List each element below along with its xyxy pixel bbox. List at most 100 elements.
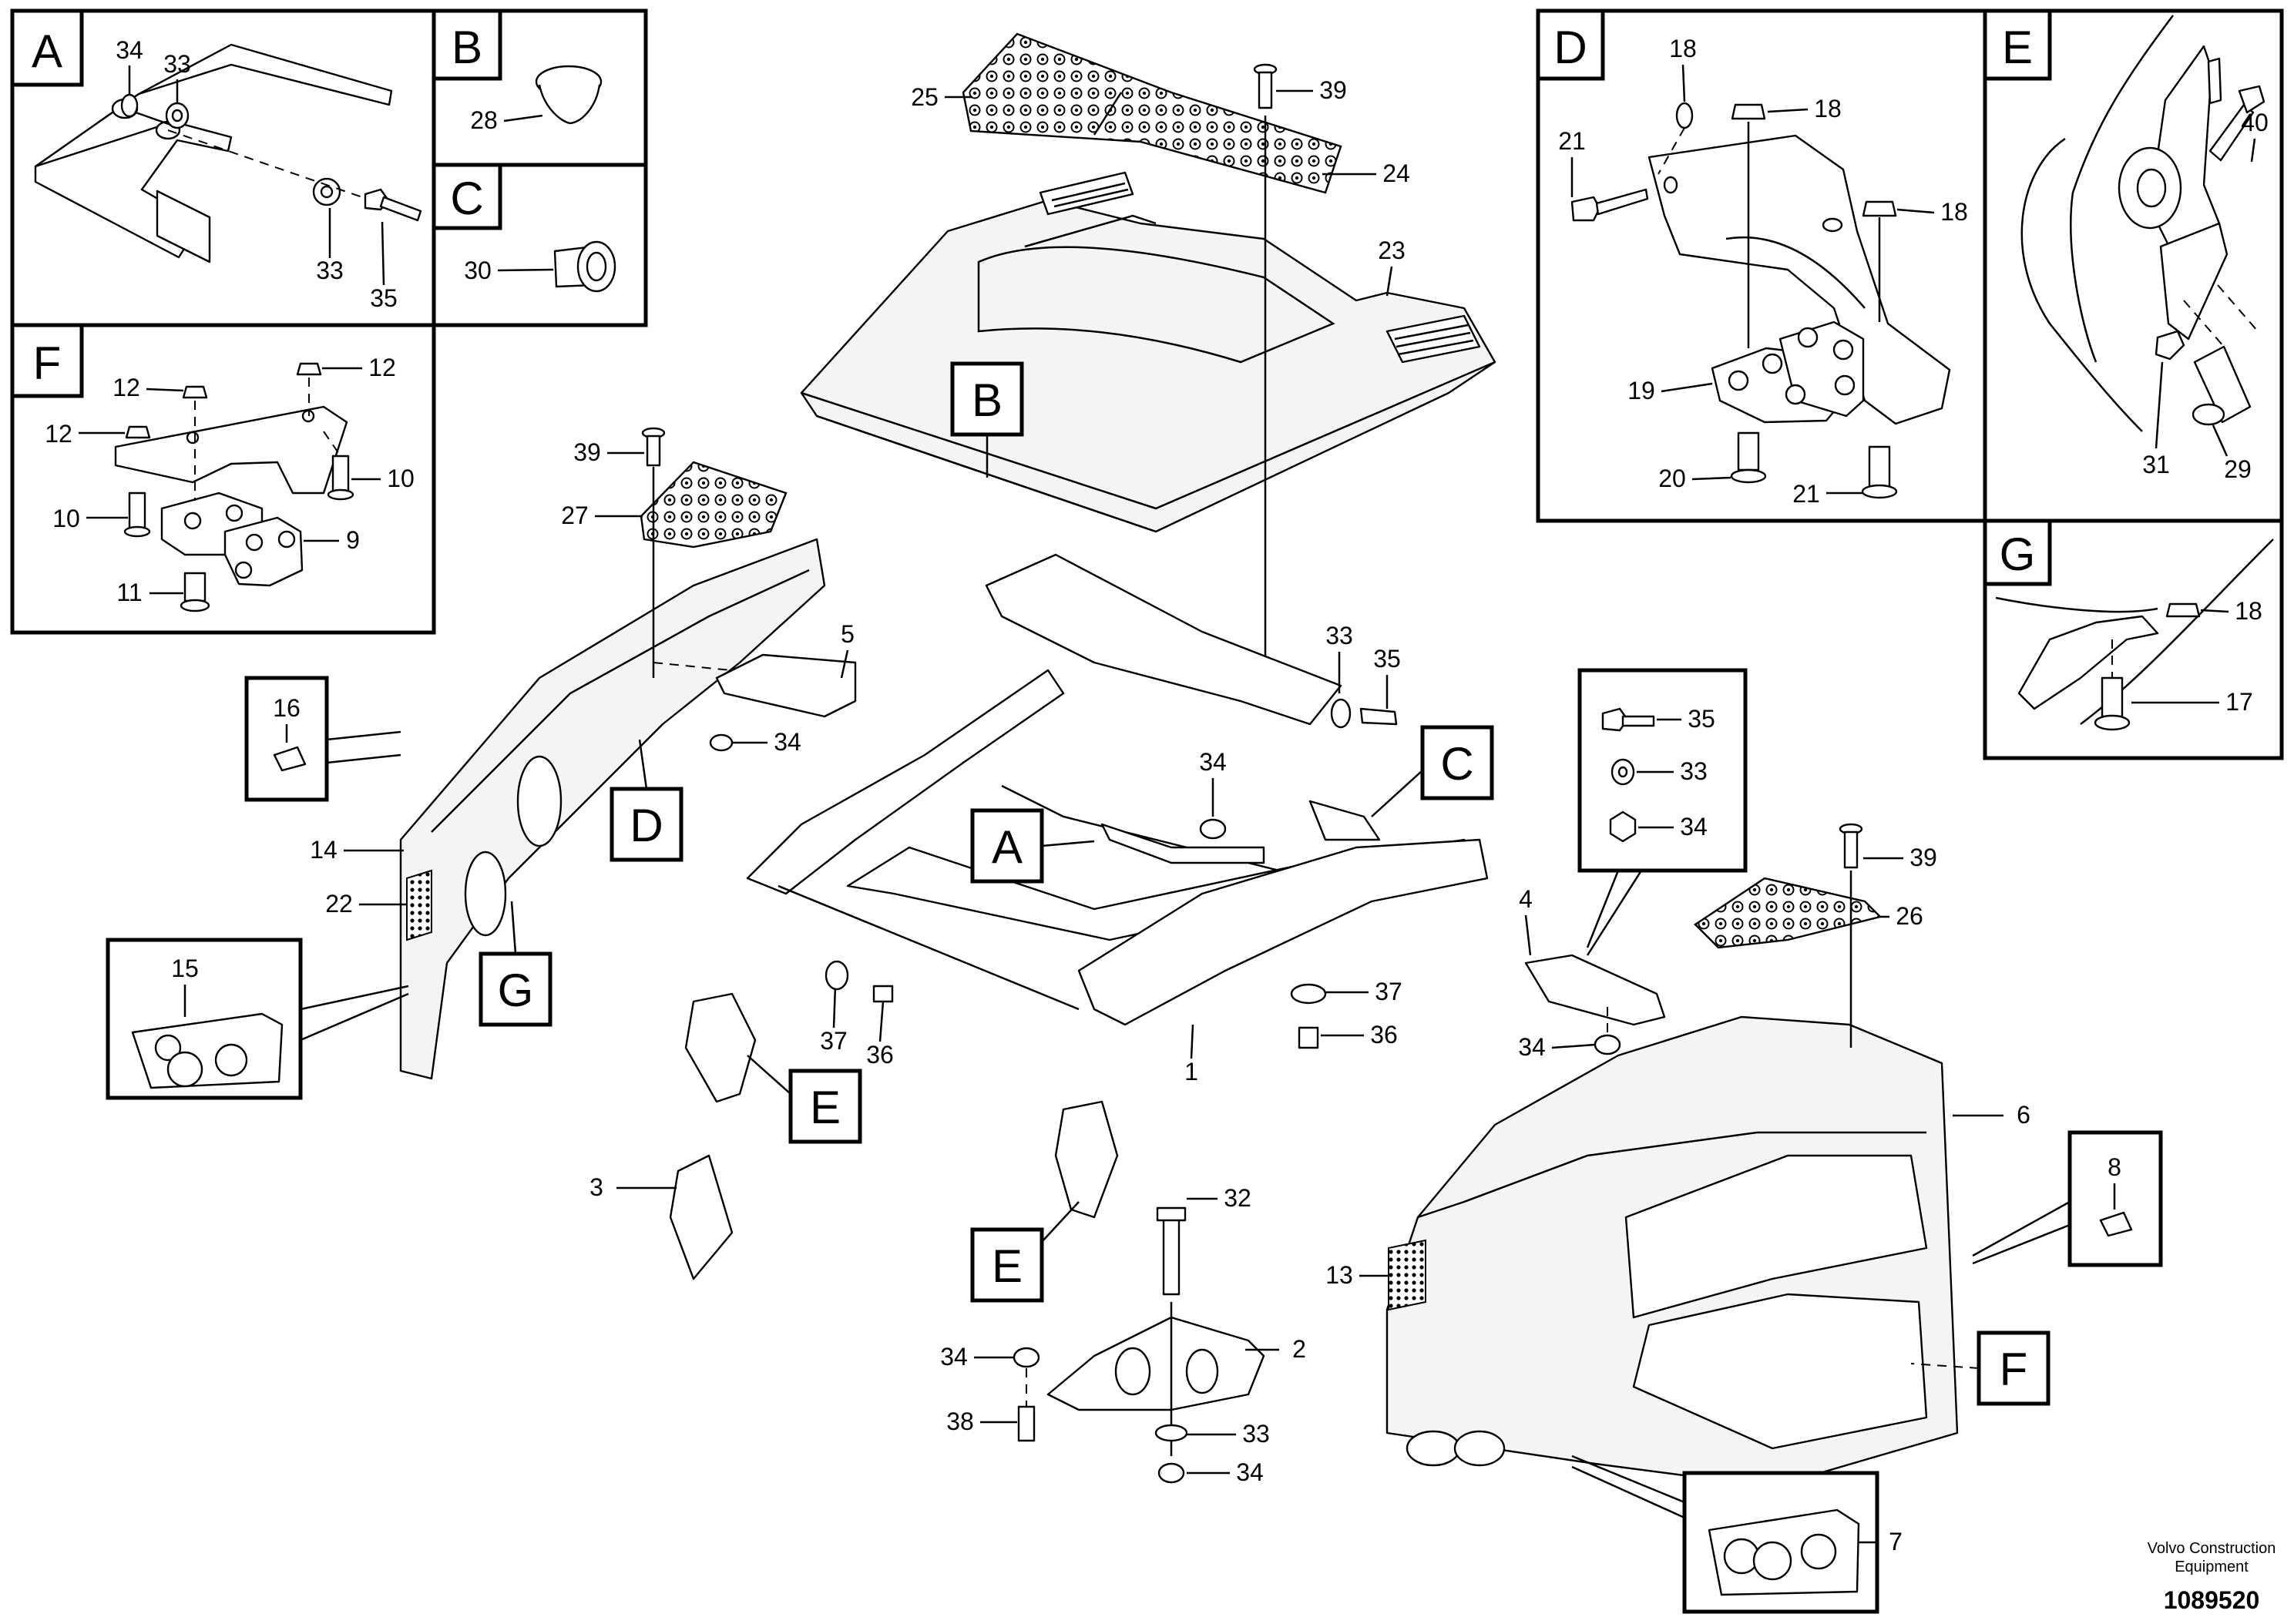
callout-16: 16 [273, 694, 301, 722]
main-bolt-39-right [1839, 823, 1863, 869]
callout-g-18: 18 [2235, 597, 2262, 625]
callout-c-30: 30 [464, 257, 492, 284]
view-marker-c: C [1371, 725, 1494, 817]
detail-box-b: B 28 [432, 8, 648, 167]
top-hood-panel [800, 171, 1496, 533]
hood-mesh-divider [1093, 92, 1123, 136]
nut-34-left [709, 733, 734, 752]
callout-3: 3 [589, 1173, 603, 1201]
detail-letter-d: D [1553, 22, 1587, 73]
callout-8: 8 [2108, 1153, 2121, 1181]
detail-letter-c: C [450, 173, 483, 224]
detail-letter-a: A [32, 25, 62, 77]
bolt-36-left [872, 985, 894, 1003]
callout-f-10-right: 10 [387, 465, 415, 492]
callout-f-10-left: 10 [52, 505, 80, 532]
detail-letter-f: F [33, 337, 62, 389]
washer-33-top [1330, 698, 1352, 729]
view-marker-e-right: E [970, 1201, 1080, 1303]
detail-box-a: A 34 33 33 35 [10, 8, 436, 327]
view-marker-a-letter: A [992, 821, 1023, 873]
callout-22: 22 [325, 890, 353, 918]
upper-frame [746, 669, 1489, 1026]
callout-33-top: 33 [1325, 622, 1353, 649]
left-grille [406, 869, 432, 941]
callout-34-left: 34 [774, 728, 801, 756]
callout-f-11: 11 [116, 579, 142, 606]
detail-letter-b: B [452, 22, 482, 73]
right-mesh-plate [1694, 877, 1883, 949]
hood-mesh-plate [962, 32, 1342, 194]
detail-letter-g: G [2000, 528, 2036, 580]
callout-g-17: 17 [2225, 688, 2253, 716]
callout-14: 14 [310, 836, 338, 864]
drawing-number: 1089520 [2164, 1586, 2260, 1614]
callout-13: 13 [1325, 1261, 1353, 1289]
detail-box-d: D 18 18 21 18 19 20 21 [1536, 8, 1987, 523]
fastener-box: 35 33 34 [1577, 668, 1748, 956]
callout-8-box: 8 [1972, 1130, 2163, 1267]
callout-34-base-right: 34 [1236, 1458, 1264, 1486]
nut-34-base-left [1013, 1347, 1040, 1368]
base-plate-hole-left [1114, 1347, 1151, 1396]
callout-4: 4 [1519, 885, 1533, 913]
callout-35-box: 35 [1688, 705, 1715, 733]
callout-d-20: 20 [1658, 465, 1686, 492]
hinge-bracket-left [684, 992, 757, 1103]
callout-d-18-top: 18 [1669, 35, 1697, 62]
detail-box-e: E 40 31 29 [1983, 8, 2284, 523]
callout-7-box: 7 [1571, 1455, 1903, 1614]
callout-35-top: 35 [1373, 645, 1401, 673]
publisher-line-1: Volvo Construction [2148, 1540, 2276, 1557]
detail-letter-e: E [2002, 22, 2033, 73]
washer-37-right [1290, 983, 1327, 1005]
base-plate-hole-right [1185, 1348, 1219, 1394]
view-marker-b: B [950, 361, 1024, 478]
callout-34-base-left: 34 [940, 1343, 968, 1371]
callout-34-center: 34 [1199, 748, 1227, 776]
callout-2: 2 [1292, 1335, 1306, 1363]
bolt-35-top [1359, 707, 1398, 726]
callout-d-21-top: 21 [1558, 127, 1586, 155]
callout-a-33-top: 33 [163, 50, 191, 78]
main-bolt-32 [1156, 1206, 1187, 1296]
callout-f-9: 9 [346, 526, 360, 554]
callout-38: 38 [946, 1408, 974, 1435]
callout-33-base: 33 [1242, 1420, 1270, 1448]
callout-5: 5 [841, 620, 855, 648]
nut-34-center [1199, 818, 1227, 840]
bolt-38 [1017, 1405, 1036, 1442]
view-marker-b-letter: B [972, 374, 1003, 426]
view-marker-g-letter: G [498, 965, 534, 1016]
callout-26: 26 [1896, 902, 1923, 930]
detail-box-c: C 30 [432, 163, 648, 327]
left-fender-panel [399, 538, 826, 1080]
right-grille [1388, 1239, 1426, 1311]
callout-d-19: 19 [1627, 377, 1655, 404]
callout-7: 7 [1889, 1528, 1903, 1555]
right-fender-panel [1385, 1015, 1959, 1488]
callout-f-12-top: 12 [113, 374, 140, 401]
callout-33-box: 33 [1680, 757, 1708, 785]
view-marker-f-letter: F [2000, 1344, 2028, 1395]
callout-39-top: 39 [1319, 76, 1347, 104]
nut-34-base-right [1157, 1462, 1185, 1484]
callout-36-left: 36 [866, 1041, 894, 1069]
washer-33-base [1154, 1424, 1188, 1442]
callout-b-28: 28 [470, 106, 498, 134]
view-marker-a: A [970, 808, 1095, 884]
callout-a-34: 34 [116, 36, 143, 64]
callout-15-box: 15 [106, 938, 409, 1100]
callout-e-40: 40 [2241, 109, 2269, 136]
callout-39-left: 39 [573, 438, 601, 466]
callout-a-33-bottom: 33 [316, 257, 344, 284]
left-bracket [715, 653, 857, 718]
bolt-36-right [1298, 1026, 1319, 1049]
callout-34-right: 34 [1518, 1033, 1546, 1061]
callout-24: 24 [1382, 159, 1410, 187]
main-bolt-39-left [641, 427, 666, 467]
callout-16-box: 16 [244, 676, 401, 802]
callout-d-18-right: 18 [1940, 198, 1968, 226]
